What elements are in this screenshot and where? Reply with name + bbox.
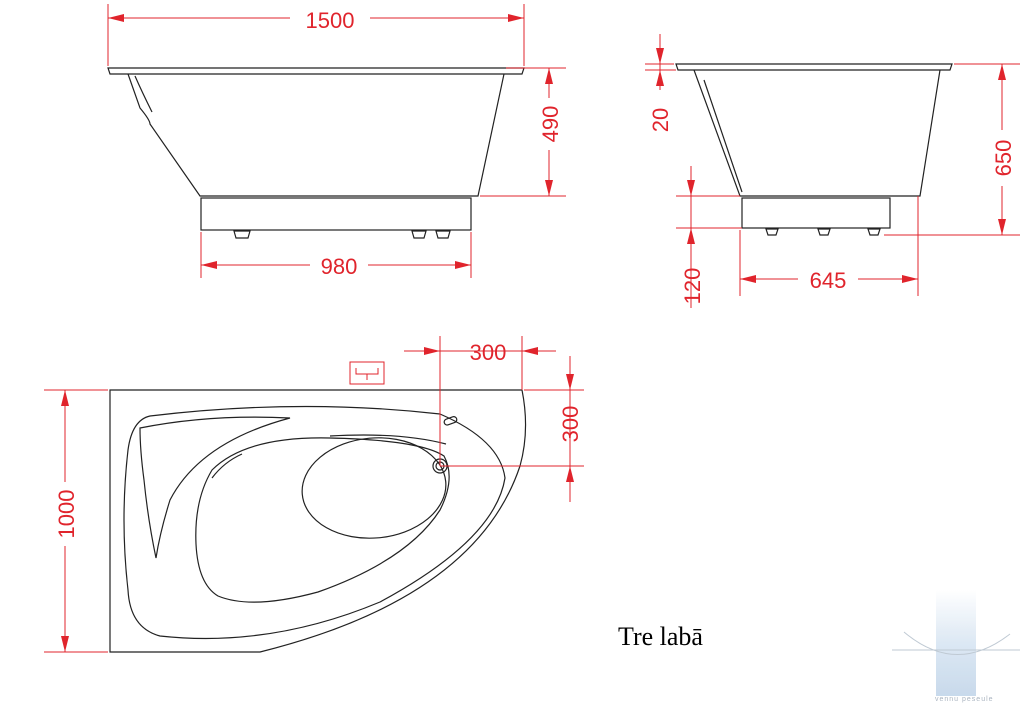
- dim-side-rim: 20: [648, 108, 673, 132]
- top-drain-y-dimension: 300: [440, 356, 584, 502]
- top-depth-dimension: 1000: [44, 389, 108, 653]
- top-armrest-channel: [139, 416, 291, 559]
- faucet-icon: [349, 361, 385, 385]
- side-foot: [867, 228, 881, 236]
- side-base-height-dimension: 120: [676, 166, 742, 308]
- side-foot: [765, 228, 779, 236]
- front-foot: [233, 230, 251, 239]
- front-base: [200, 197, 472, 231]
- front-base-width-dimension: 980: [200, 232, 472, 279]
- top-basin-inner: [195, 437, 450, 603]
- dim-front-width: 1500: [306, 8, 355, 33]
- front-view: [107, 67, 525, 239]
- front-rim: [107, 67, 525, 75]
- dim-top-drain-y: 300: [558, 406, 583, 443]
- side-foot: [817, 228, 831, 236]
- dim-side-base-width: 645: [810, 268, 847, 293]
- front-width-dimension: 1500: [107, 4, 525, 66]
- dim-front-base-width: 980: [321, 254, 358, 279]
- side-base-width-dimension: 645: [739, 196, 919, 296]
- side-view: [675, 63, 953, 236]
- brand-watermark: [892, 590, 1020, 696]
- front-tub-inner-line: [134, 75, 153, 113]
- top-view: [109, 361, 527, 653]
- side-rim: [675, 63, 953, 71]
- dim-side-height: 650: [991, 140, 1016, 177]
- top-seat-line: [329, 434, 447, 445]
- side-height-dimension: 650: [884, 63, 1020, 236]
- side-tub-body: [693, 69, 941, 197]
- top-backrest-line: [211, 453, 243, 479]
- drawing-title: Tre labā: [618, 622, 703, 651]
- side-tub-inner-line: [703, 79, 743, 193]
- overflow-icon: [443, 416, 458, 426]
- brand-text: vennu peseule: [935, 696, 994, 703]
- dim-top-depth: 1000: [54, 490, 79, 539]
- watermark-bar: [936, 590, 976, 696]
- dim-front-height: 490: [538, 106, 563, 143]
- watermark-arc: [903, 631, 1011, 655]
- side-base: [741, 197, 891, 229]
- top-drain-x-dimension: 300: [404, 336, 556, 466]
- top-outline: [109, 389, 527, 653]
- front-height-dimension: 490: [480, 67, 566, 197]
- top-basin-outer: [123, 405, 506, 640]
- front-foot: [435, 230, 451, 239]
- top-drain-area: [301, 437, 447, 539]
- front-tub-body: [127, 73, 505, 197]
- side-rim-dimension: 20: [645, 34, 676, 132]
- dim-side-base-height: 120: [680, 268, 705, 305]
- dim-top-drain-x: 300: [470, 340, 507, 365]
- front-foot: [411, 230, 427, 239]
